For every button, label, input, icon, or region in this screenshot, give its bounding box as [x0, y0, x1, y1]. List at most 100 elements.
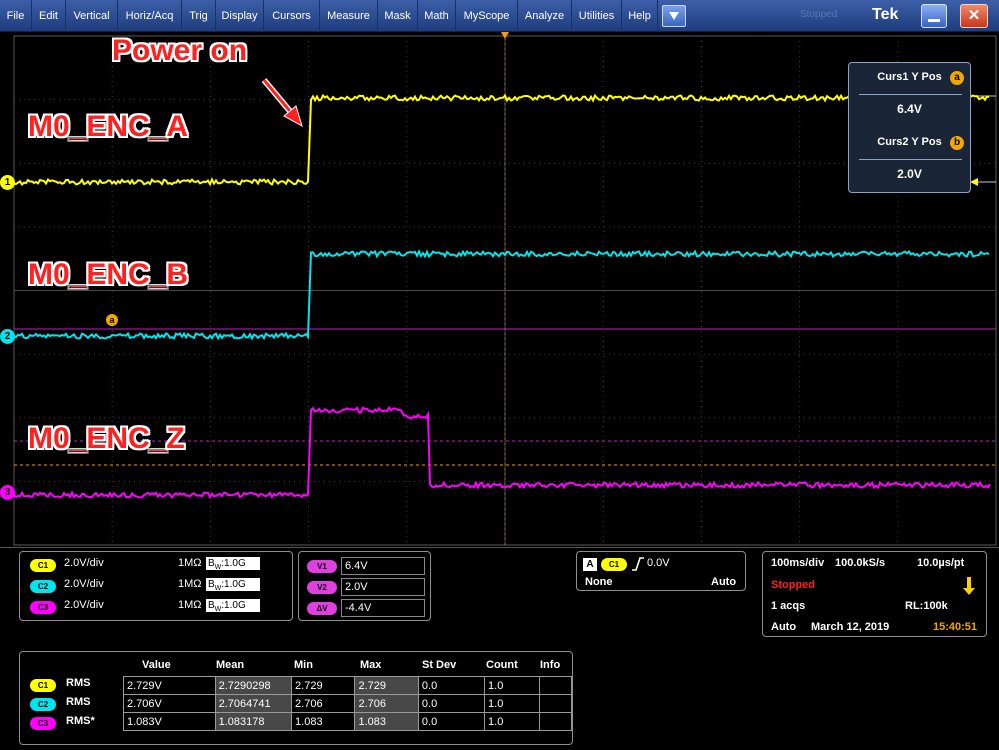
acquisition-box[interactable]: 100ms/div 100.0kS/s 10.0µs/pt Stopped 1 …: [762, 551, 987, 637]
cursor-values-box[interactable]: V1 6.4V V2 2.0V ΔV -4.4V: [298, 551, 431, 621]
menu-cursors[interactable]: Cursors: [264, 0, 320, 32]
graticule: [13, 32, 997, 546]
record-length: RL:100k: [905, 600, 948, 612]
meas-cell: [539, 676, 572, 695]
menu-math[interactable]: Math: [418, 0, 456, 32]
trigger-position-icon: [963, 577, 975, 595]
menu-measure[interactable]: Measure: [320, 0, 378, 32]
ch3-marker[interactable]: 3: [0, 485, 15, 500]
ch3-scale: 2.0V/div: [64, 599, 104, 611]
ch3-bandwidth[interactable]: BW:1.0G: [206, 599, 260, 613]
v1-value: 6.4V: [341, 557, 425, 575]
meas-header-count: Count: [486, 659, 518, 671]
ch2-badge: C2: [30, 580, 56, 593]
label-m0-enc-b: M0_ENC_B: [28, 258, 189, 291]
measurements-table: 2.729V 2.7290298 2.729 2.729 0.0 1.0 2.7…: [123, 676, 572, 731]
meas-header-info: Info: [540, 659, 561, 671]
menu-edit[interactable]: Edit: [32, 0, 66, 32]
menu-myscope[interactable]: MyScope: [456, 0, 518, 32]
meas-cell: 1.083: [354, 712, 419, 731]
ch3-impedance: 1MΩ: [178, 599, 202, 611]
ch1-waveform: [13, 93, 990, 187]
meas-cell: 2.706: [291, 694, 356, 713]
annotation-power-on: Power on: [112, 34, 248, 67]
brand-watermark: Stopped: [800, 9, 838, 20]
trigger-mode-badge: A: [583, 558, 597, 571]
meas-header-stdev: St Dev: [422, 659, 457, 671]
meas-cell: 2.729: [354, 676, 419, 695]
ch3-waveform: [13, 405, 991, 500]
minimize-icon: [928, 19, 940, 22]
cursor-a-marker[interactable]: a: [106, 314, 118, 326]
menu-vertical[interactable]: Vertical: [66, 0, 118, 32]
ch1-badge: C1: [30, 559, 56, 572]
menu-bar: File Edit Vertical Horiz/Acq Trig Displa…: [0, 0, 999, 32]
table-row[interactable]: 1.083V 1.083178 1.083 1.083 0.0 1.0: [123, 712, 572, 731]
meas-row2-badge: C2: [30, 698, 56, 711]
delta-v-badge: ΔV: [307, 602, 337, 615]
meas-cell: 2.706: [354, 694, 419, 713]
arrow-icon: [261, 78, 303, 128]
cursor-readout-panel[interactable]: Curs1 Y Pos a 6.4V Curs2 Y Pos b 2.0V: [848, 62, 971, 193]
meas-cell: 1.083V: [123, 712, 216, 731]
channel-settings-box[interactable]: C1 2.0V/div 1MΩ BW:1.0G C2 2.0V/div 1MΩ …: [19, 551, 293, 621]
meas-cell: 2.7290298: [214, 676, 293, 695]
menu-horiz-acq[interactable]: Horiz/Acq: [118, 0, 182, 32]
menu-help[interactable]: Help: [622, 0, 658, 32]
waveform-display[interactable]: Power on M0_ENC_A M0_ENC_B M0_ENC_Z 1 2 …: [0, 32, 999, 547]
ch2-marker[interactable]: 2: [0, 329, 15, 344]
meas-cell: [539, 712, 572, 731]
ch1-impedance: 1MΩ: [178, 557, 202, 569]
minimize-button[interactable]: [921, 4, 947, 28]
trigger-box[interactable]: A C1 0.0V None Auto: [576, 551, 746, 591]
close-button[interactable]: ✕: [960, 4, 988, 28]
ch2-impedance: 1MΩ: [178, 578, 202, 590]
v1-badge: V1: [307, 560, 337, 573]
meas-cell: 1.0: [484, 712, 541, 731]
close-icon: ✕: [967, 7, 981, 24]
menu-display[interactable]: Display: [216, 0, 264, 32]
curs1-value: 6.4V: [897, 102, 922, 116]
menu-dropdown-button[interactable]: [662, 5, 686, 27]
meas-cell: 1.0: [484, 676, 541, 695]
menu-analyze[interactable]: Analyze: [518, 0, 572, 32]
menu-trig[interactable]: Trig: [182, 0, 216, 32]
sample-rate: 100.0kS/s: [835, 557, 886, 569]
acquisition-count: 1 acqs: [771, 600, 806, 612]
curs1-badge: a: [950, 71, 964, 85]
meas-cell: 1.083178: [214, 712, 293, 731]
meas-row1-badge: C1: [30, 679, 56, 692]
ch3-badge: C3: [30, 601, 56, 614]
delta-v-value: -4.4V: [341, 599, 425, 617]
trigger-source-badge: C1: [601, 558, 627, 571]
measurements-box[interactable]: Value Mean Min Max St Dev Count Info C1 …: [19, 651, 573, 745]
meas-cell: 1.0: [484, 694, 541, 713]
curs1-label: Curs1 Y Pos: [877, 71, 942, 83]
label-m0-enc-z: M0_ENC_Z: [28, 422, 185, 455]
meas-cell: 0.0: [417, 712, 486, 731]
v2-value: 2.0V: [341, 578, 425, 596]
meas-row2-type: RMS: [66, 696, 91, 708]
curs2-label: Curs2 Y Pos: [877, 136, 942, 148]
menu-file[interactable]: File: [0, 0, 32, 32]
menu-mask[interactable]: Mask: [378, 0, 418, 32]
ch1-bandwidth[interactable]: BW:1.0G: [206, 557, 260, 571]
meas-cell: 1.083: [291, 712, 356, 731]
meas-cell: 0.0: [417, 694, 486, 713]
ch2-bandwidth[interactable]: BW:1.0G: [206, 578, 260, 592]
ch1-marker[interactable]: 1: [0, 175, 15, 190]
table-row[interactable]: 2.729V 2.7290298 2.729 2.729 0.0 1.0: [123, 676, 572, 695]
table-row[interactable]: 2.706V 2.7064741 2.706 2.706 0.0 1.0: [123, 694, 572, 713]
menu-utilities[interactable]: Utilities: [572, 0, 622, 32]
meas-cell: [539, 694, 572, 713]
curs2-badge: b: [950, 136, 964, 150]
separator: [859, 159, 962, 160]
status-panel: C1 2.0V/div 1MΩ BW:1.0G C2 2.0V/div 1MΩ …: [0, 547, 999, 750]
label-m0-enc-a: M0_ENC_A: [28, 110, 189, 143]
meas-cell: 2.729: [291, 676, 356, 695]
meas-header-min: Min: [294, 659, 313, 671]
acquisition-date: March 12, 2019: [811, 621, 890, 633]
resolution: 10.0µs/pt: [917, 557, 965, 569]
acquisition-time: 15:40:51: [933, 621, 978, 633]
chevron-down-icon: [669, 12, 679, 20]
